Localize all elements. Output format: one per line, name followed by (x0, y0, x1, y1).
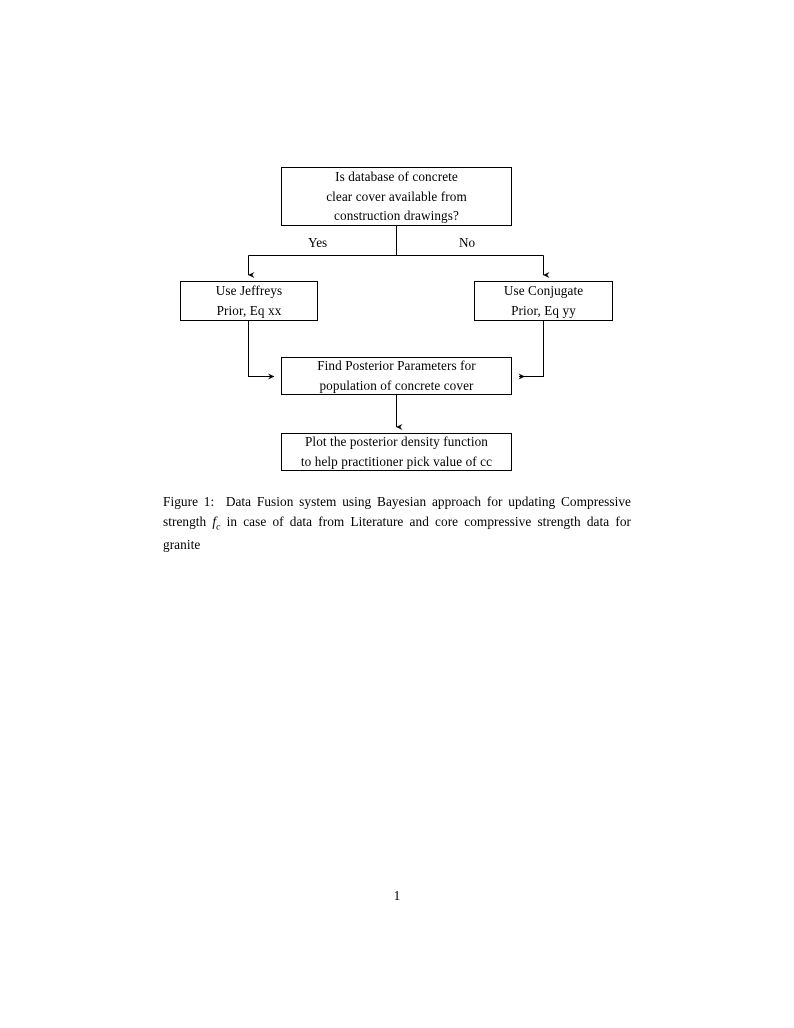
flow-node-jeffreys-line-2: Prior, Eq xx (216, 303, 282, 318)
figure-caption-text-part-2: in case of data from Literature and core… (163, 514, 631, 553)
edge-jeffreys-to-posterior (247, 321, 275, 380)
flow-node-jeffreys-prior: Use Jeffreys Prior, Eq xx (180, 281, 318, 321)
math-variable-base: f (212, 514, 217, 530)
page-number: 1 (393, 888, 401, 903)
flow-node-posterior-line-2: population of concrete cover (319, 378, 474, 393)
flow-node-question: Is database of concrete clear cover avai… (281, 167, 512, 226)
flowchart-connectors (247, 226, 550, 430)
math-variable-subscript: c (216, 521, 221, 533)
flow-node-posterior-line-1: Find Posterior Parameters for (317, 358, 476, 374)
flow-node-find-posterior: Find Posterior Parameters for population… (281, 357, 512, 395)
edge-label-yes: Yes (306, 235, 330, 250)
flow-node-question-line-2: clear cover available from (326, 188, 467, 204)
figure-caption-text-part-1: Data Fusion system using Bayesian approa… (163, 494, 631, 530)
flow-node-conjugate-line-2: Prior, Eq yy (511, 303, 576, 318)
flow-node-plot-line-2: to help practitioner pick value of cc (300, 454, 493, 469)
flow-node-conjugate-line-1: Use Conjugate (503, 283, 584, 299)
figure-caption: Figure 1: Data Fusion system using Bayes… (163, 492, 631, 556)
figure-caption-math-variable: fc (212, 514, 220, 533)
flow-node-plot-posterior: Plot the posterior density function to h… (281, 433, 512, 471)
figure-caption-gap (214, 494, 226, 509)
flow-node-jeffreys-line-1: Use Jeffreys (215, 283, 283, 299)
edge-label-no: No (457, 235, 478, 250)
figure-1: Is database of concrete clear cover avai… (0, 0, 794, 490)
flow-node-question-line-3: construction drawings? (334, 208, 459, 224)
flow-node-question-line-1: Is database of concrete (335, 169, 458, 185)
flow-node-plot-line-1: Plot the posterior density function (305, 434, 488, 450)
edge-conjugate-to-posterior (518, 321, 545, 380)
figure-caption-label: Figure 1: (163, 494, 215, 509)
flow-node-conjugate-prior: Use Conjugate Prior, Eq yy (474, 281, 613, 321)
